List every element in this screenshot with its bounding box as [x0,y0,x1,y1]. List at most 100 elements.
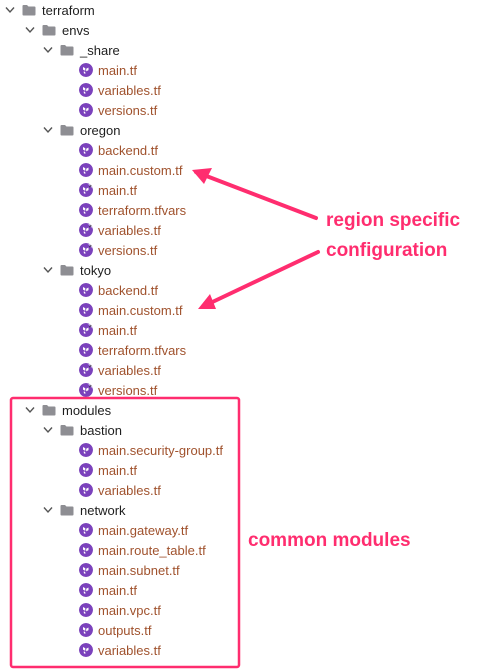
folder-label: envs [62,22,90,38]
file-item[interactable]: variables.tf [79,480,161,500]
file-item[interactable]: main.gateway.tf [79,520,188,540]
file-item[interactable]: variables.tf [79,220,161,240]
terraform-icon [79,563,93,577]
file-item[interactable]: main.subnet.tf [79,560,180,580]
file-label: main.tf [98,182,138,198]
file-item[interactable]: main.tf [79,580,137,600]
folder-network[interactable]: network [42,500,126,520]
terraform-icon [79,63,93,77]
file-item[interactable]: backend.tf [79,140,158,160]
file-label: variables.tf [98,82,161,98]
terraform-icon [79,143,93,157]
file-label: terraform.tfvars [98,342,187,358]
file-item[interactable]: main.vpc.tf [79,600,161,620]
chevron-down-icon[interactable] [42,124,54,136]
folder-share[interactable]: _share [42,40,120,60]
file-label: main.gateway.tf [98,522,189,538]
file-item[interactable]: variables.tf [79,640,161,660]
terraform-symlink-icon [79,223,93,237]
chevron-down-icon[interactable] [24,404,36,416]
file-item[interactable]: main.tf [79,320,137,340]
terraform-icon [79,583,93,597]
folder-bastion[interactable]: bastion [42,420,122,440]
terraform-icon [79,623,93,637]
terraform-symlink-icon [79,243,93,257]
terraform-icon [79,203,93,217]
folder-icon [42,405,56,416]
file-item[interactable]: main.tf [79,180,137,200]
file-item[interactable]: outputs.tf [79,620,151,640]
terraform-icon [79,103,93,117]
folder-label: _share [80,42,120,58]
chevron-down-icon[interactable] [4,4,16,16]
file-item[interactable]: terraform.tfvars [79,340,186,360]
folder-icon [22,5,36,16]
terraform-icon [79,443,93,457]
callout-configuration: configuration [326,240,448,261]
file-item[interactable]: versions.tf [79,240,157,260]
file-label: main.custom.tf [98,302,183,318]
file-label: backend.tf [98,142,158,158]
folder-label: oregon [80,122,121,138]
file-item[interactable]: main.custom.tf [79,160,183,180]
terraform-symlink-icon [79,323,93,337]
terraform-icon [79,523,93,537]
file-label: main.tf [98,322,138,338]
terraform-icon [79,543,93,557]
file-label: main.security-group.tf [98,442,223,458]
chevron-down-icon[interactable] [42,44,54,56]
file-label: variables.tf [98,482,161,498]
file-item[interactable]: backend.tf [79,280,158,300]
terraform-icon [79,283,93,297]
folder-terraform[interactable]: terraform [4,0,95,20]
folder-icon [60,505,74,516]
terraform-symlink-icon [79,383,93,397]
file-item[interactable]: main.custom.tf [79,300,183,320]
file-label: main.route_table.tf [98,542,206,558]
file-label: main.subnet.tf [98,562,180,578]
file-item[interactable]: main.security-group.tf [79,440,223,460]
folder-label: bastion [80,422,122,438]
chevron-down-icon[interactable] [42,424,54,436]
file-item[interactable]: terraform.tfvars [79,200,186,220]
chevron-down-icon[interactable] [42,504,54,516]
folder-icon [42,25,56,36]
file-item[interactable]: versions.tf [79,100,157,120]
file-item[interactable]: main.tf [79,460,137,480]
folder-icon [60,425,74,436]
file-label: variables.tf [98,362,161,378]
folder-icon [60,45,74,56]
folder-label: modules [62,402,112,418]
folder-envs[interactable]: envs [24,20,89,40]
file-label: versions.tf [98,102,158,118]
file-label: main.tf [98,462,138,478]
file-label: variables.tf [98,642,161,658]
file-label: backend.tf [98,282,158,298]
file-item[interactable]: main.route_table.tf [79,540,206,560]
file-label: versions.tf [98,242,158,258]
file-label: main.vpc.tf [98,602,161,618]
terraform-icon [79,163,93,177]
callout-common-modules: common modules [248,530,411,551]
terraform-icon [79,303,93,317]
chevron-down-icon[interactable] [42,264,54,276]
terraform-icon [79,463,93,477]
file-item[interactable]: variables.tf [79,360,161,380]
folder-icon [60,265,74,276]
chevron-down-icon[interactable] [24,24,36,36]
folder-tokyo[interactable]: tokyo [42,260,111,280]
terraform-icon [79,603,93,617]
file-label: main.custom.tf [98,162,183,178]
file-label: terraform.tfvars [98,202,187,218]
file-label: main.tf [98,582,138,598]
folder-oregon[interactable]: oregon [42,120,120,140]
file-label: versions.tf [98,382,158,398]
folder-modules[interactable]: modules [24,400,111,420]
file-item[interactable]: versions.tf [79,380,157,400]
callout-region-specific: region specific [326,210,461,231]
file-label: variables.tf [98,222,161,238]
file-item[interactable]: main.tf [79,60,137,80]
file-item[interactable]: variables.tf [79,80,161,100]
terraform-icon [79,83,93,97]
